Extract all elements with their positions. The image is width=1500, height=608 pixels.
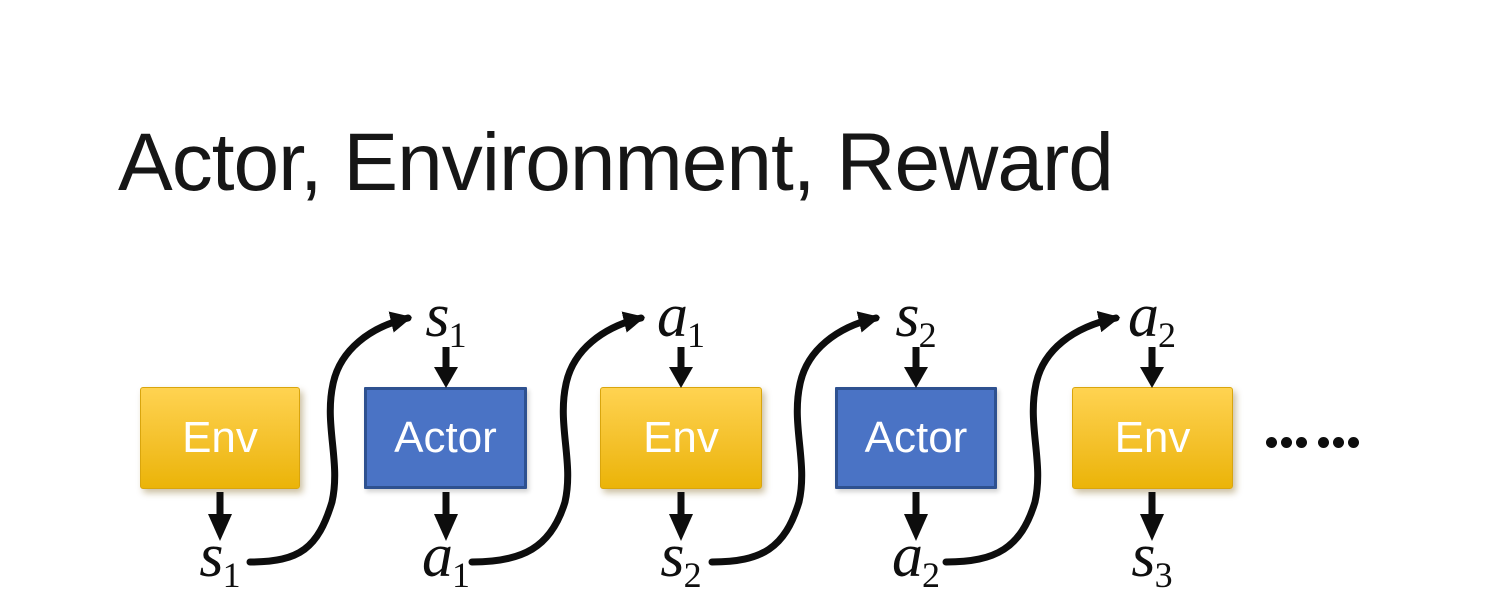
dot-icon	[1296, 437, 1307, 448]
actor-box-2-label: Actor	[864, 413, 968, 462]
bottom-label-s2: s2	[660, 522, 702, 595]
env-box-2: Env	[600, 387, 762, 489]
dot-icon	[1281, 437, 1292, 448]
top-label-a1: a1	[657, 282, 705, 355]
dot-icon	[1348, 437, 1359, 448]
actor-box-1-label: Actor	[394, 413, 497, 462]
arrowhead-into-env-3	[1140, 367, 1164, 388]
arrowhead-into-actor-1	[434, 367, 458, 388]
actor-box-2: Actor	[835, 387, 997, 489]
env-box-3: Env	[1072, 387, 1233, 489]
dot-icon	[1333, 437, 1344, 448]
top-label-s2: s2	[895, 282, 937, 355]
env-box-1: Env	[140, 387, 300, 489]
bottom-label-a2: a2	[892, 522, 940, 595]
ellipsis-dots	[1266, 437, 1363, 448]
env-box-3-label: Env	[1114, 413, 1191, 462]
actor-box-1: Actor	[364, 387, 527, 489]
bottom-label-s1: s1	[199, 522, 241, 595]
slide-title: Actor, Environment, Reward	[118, 117, 1114, 208]
arrowhead-into-actor-2	[904, 367, 928, 388]
bottom-label-s3: s3	[1131, 522, 1173, 595]
dot-icon	[1266, 437, 1277, 448]
top-label-a2: a2	[1128, 282, 1176, 355]
dot-icon	[1318, 437, 1329, 448]
top-label-s1: s1	[425, 282, 467, 355]
env-box-2-label: Env	[643, 413, 719, 462]
env-box-1-label: Env	[182, 413, 258, 462]
arrowhead-into-env-2	[669, 367, 693, 388]
bottom-label-a1: a1	[422, 522, 470, 595]
